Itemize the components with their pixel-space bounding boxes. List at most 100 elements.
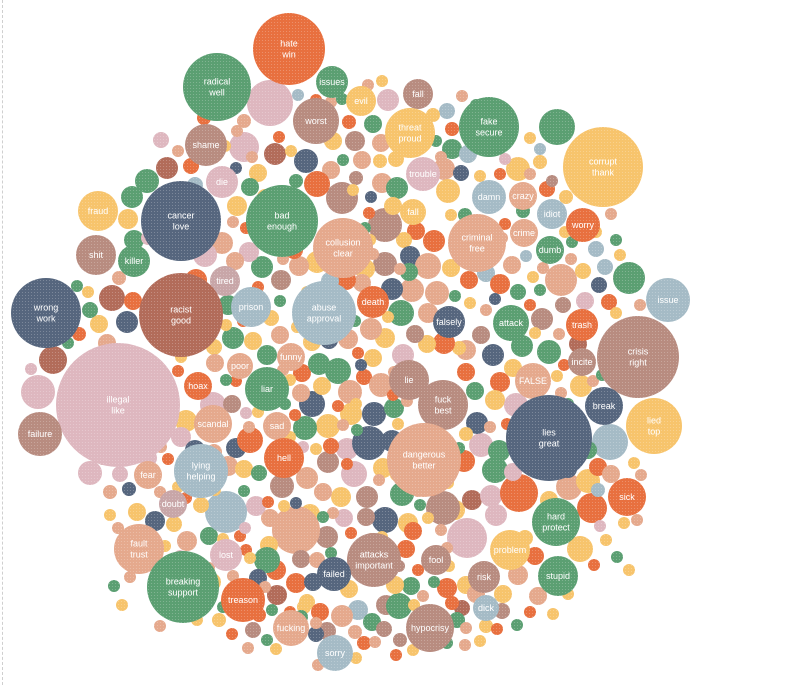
bubble-texture bbox=[566, 208, 600, 242]
bubble-small-texture bbox=[200, 527, 218, 545]
bubble-fool[interactable]: fool bbox=[421, 545, 451, 575]
bubble-small-texture bbox=[459, 427, 473, 441]
bubble-small-texture bbox=[623, 564, 635, 576]
bubble-sorry[interactable]: sorry bbox=[317, 635, 353, 671]
bubble-stupid[interactable]: stupid bbox=[538, 556, 578, 596]
bubble-small-texture bbox=[261, 634, 273, 646]
bubble-small-texture bbox=[524, 168, 536, 180]
bubble-false[interactable]: FALSE bbox=[515, 363, 551, 399]
bubble-evil[interactable]: evil bbox=[346, 86, 376, 116]
bubble-sick[interactable]: sick bbox=[608, 478, 646, 516]
bubble-small-texture bbox=[576, 292, 594, 310]
bubble-hypocrisy[interactable]: hypocrisy bbox=[406, 604, 454, 652]
bubble-death[interactable]: death bbox=[357, 286, 389, 318]
bubble-falsely[interactable]: falsely bbox=[433, 306, 465, 338]
bubble-lie[interactable]: lie bbox=[389, 360, 429, 400]
bubble-shit[interactable]: shit bbox=[76, 235, 116, 275]
bubble-fucking[interactable]: fucking bbox=[273, 610, 309, 646]
bubble-small-texture bbox=[227, 196, 247, 216]
bubble-worry[interactable]: worry bbox=[566, 208, 600, 242]
bubble-lost[interactable]: lost bbox=[210, 539, 242, 571]
bubble-break[interactable]: break bbox=[585, 387, 623, 425]
bubble-crime[interactable]: crime bbox=[510, 219, 538, 247]
bubble-die[interactable]: die bbox=[206, 166, 238, 198]
bubble-label: hard bbox=[547, 512, 565, 522]
bubble-small-texture bbox=[407, 222, 425, 240]
bubble-fall[interactable]: fall bbox=[403, 79, 433, 109]
bubble-trouble[interactable]: trouble bbox=[406, 157, 440, 191]
bubble-hoax[interactable]: hoax bbox=[184, 372, 212, 400]
bubble-hell[interactable]: hell bbox=[264, 438, 304, 478]
bubble-dick[interactable]: dick bbox=[473, 595, 499, 621]
bubble-crazy[interactable]: crazy bbox=[509, 182, 537, 210]
bubble-texture bbox=[76, 235, 116, 275]
bubble-shame[interactable]: shame bbox=[185, 124, 227, 166]
bubble-failure[interactable]: failure bbox=[18, 412, 62, 456]
bubble-issue[interactable]: issue bbox=[646, 278, 690, 322]
bubble-label: hate bbox=[280, 39, 298, 49]
bubble-small-texture bbox=[547, 608, 559, 620]
bubble-killer[interactable]: killer bbox=[118, 245, 150, 277]
bubble-label: lied bbox=[647, 416, 661, 426]
bubble-risk[interactable]: risk bbox=[468, 561, 500, 593]
bubble-issues[interactable]: issues bbox=[316, 66, 348, 98]
bubble-small-texture bbox=[220, 374, 232, 386]
bubble-small-texture bbox=[247, 80, 293, 126]
bubble-fear[interactable]: fear bbox=[134, 461, 162, 489]
bubble-attack[interactable]: attack bbox=[493, 305, 529, 341]
bubble-failed[interactable]: failed bbox=[317, 557, 351, 591]
bubble-fraud[interactable]: fraud bbox=[78, 191, 118, 231]
bubble-damn[interactable]: damn bbox=[472, 180, 506, 214]
bubble-dumb[interactable]: dumb bbox=[536, 236, 564, 264]
bubble-idiot[interactable]: idiot bbox=[537, 199, 567, 229]
bubble-treason[interactable]: treason bbox=[221, 578, 265, 622]
bubble-trash[interactable]: trash bbox=[566, 309, 598, 341]
bubble-doubt[interactable]: doubt bbox=[159, 490, 187, 518]
bubble-funny[interactable]: funny bbox=[277, 343, 305, 371]
bubble-tired[interactable]: tired bbox=[210, 266, 240, 296]
bubble-scandal[interactable]: scandal bbox=[194, 405, 232, 443]
bubble-small-texture bbox=[605, 208, 617, 220]
bubble-prison[interactable]: prison bbox=[231, 287, 271, 327]
bubble-small-texture bbox=[311, 603, 329, 621]
bubble-small-texture bbox=[124, 292, 142, 310]
bubble-small-texture bbox=[292, 384, 310, 402]
bubble-problem[interactable]: problem bbox=[490, 530, 530, 570]
bubble-label: trash bbox=[572, 320, 592, 330]
bubble-small-texture bbox=[294, 149, 318, 173]
bubble-label: support bbox=[168, 588, 199, 598]
bubble-incite[interactable]: incite bbox=[568, 348, 596, 376]
bubble-sad[interactable]: sad bbox=[263, 412, 291, 440]
bubble-small-texture bbox=[613, 262, 645, 294]
bubble-liar[interactable]: liar bbox=[245, 367, 289, 411]
bubble-small-texture bbox=[193, 497, 209, 513]
bubble-worst[interactable]: worst bbox=[293, 98, 339, 144]
bubble-fall[interactable]: fall bbox=[400, 199, 426, 225]
bubble-small-texture bbox=[601, 294, 617, 310]
bubble-poor[interactable]: poor bbox=[227, 353, 253, 379]
bubble-small-texture bbox=[246, 496, 266, 516]
